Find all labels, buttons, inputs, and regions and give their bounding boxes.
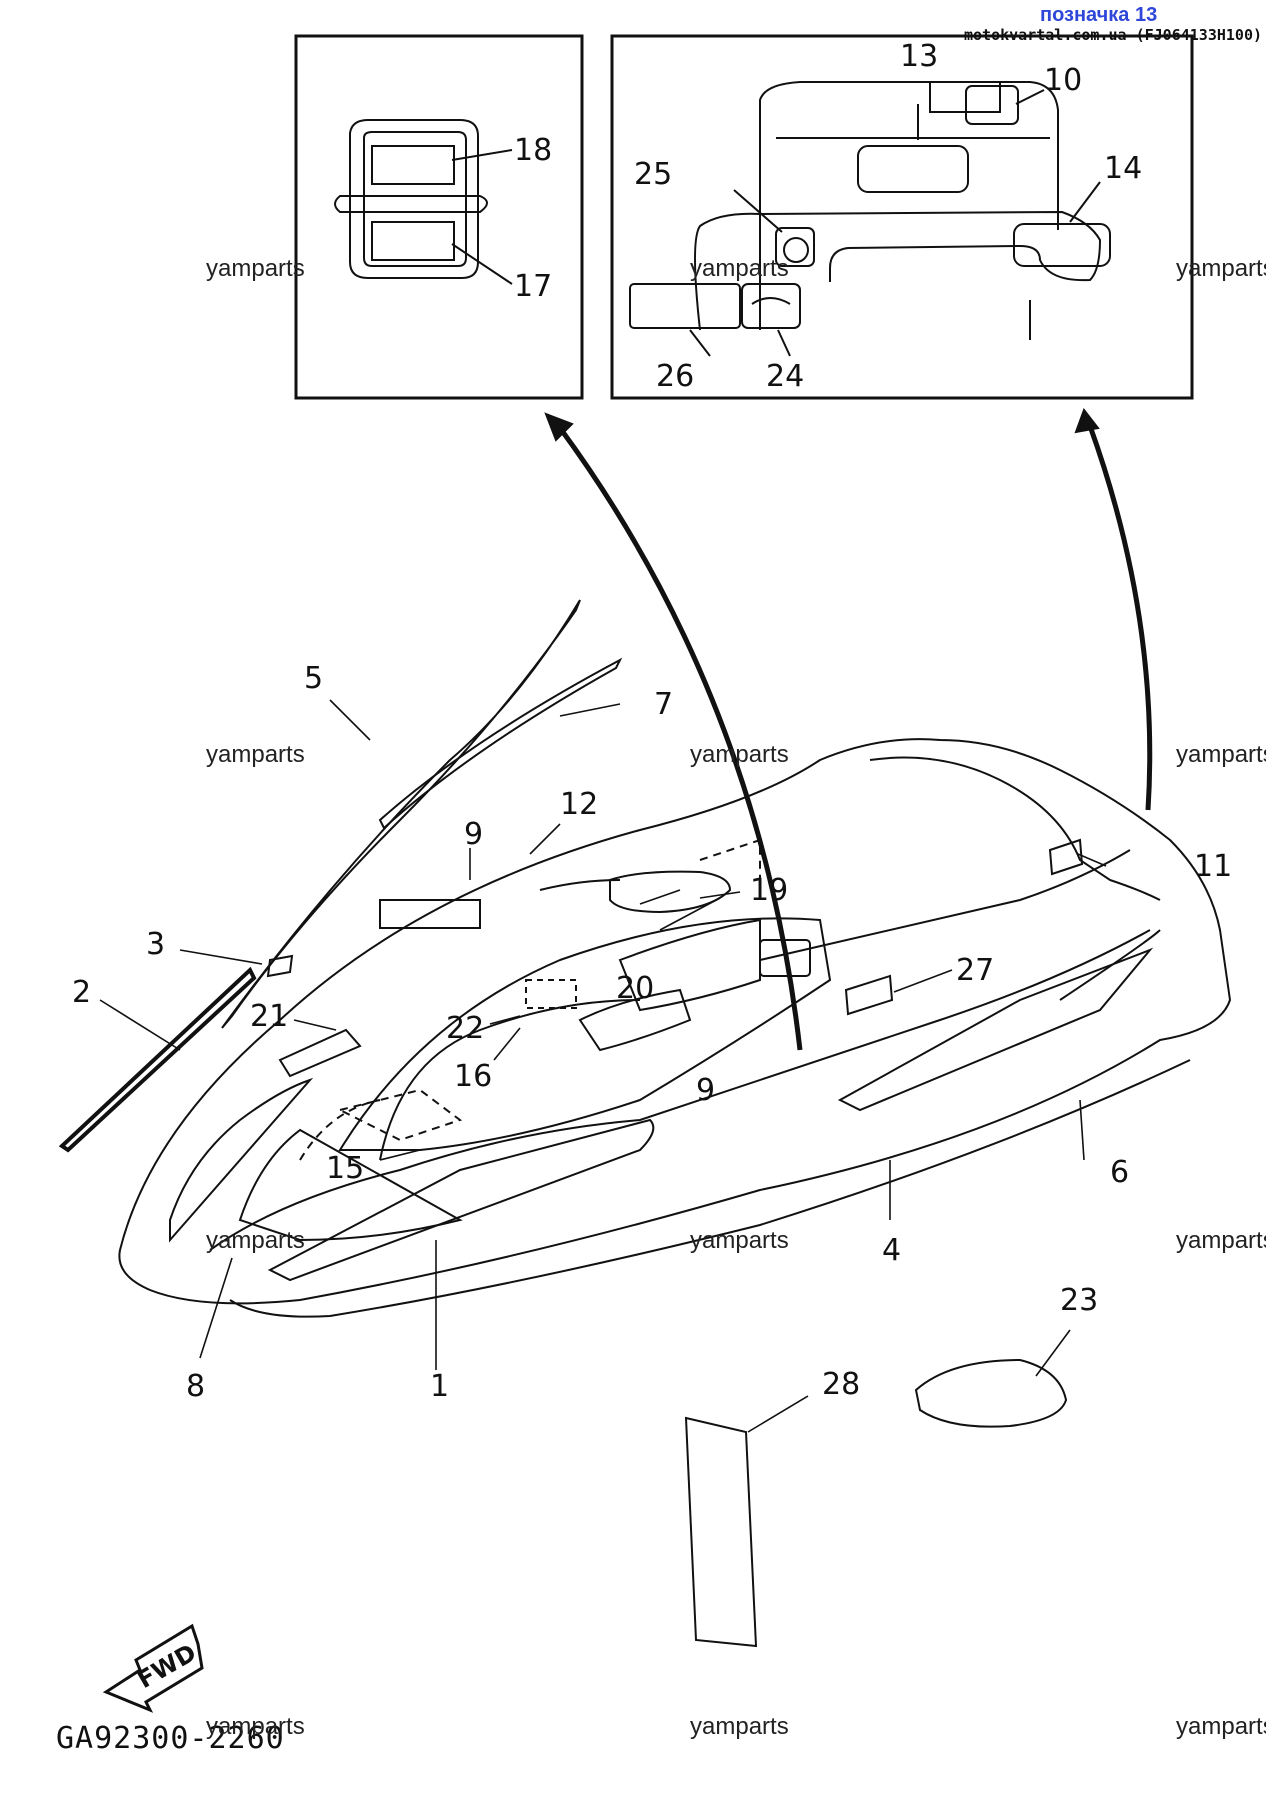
inset-rear-labels xyxy=(610,34,1194,400)
watermark: yamparts xyxy=(206,255,305,282)
watermark: yamparts xyxy=(1176,1713,1266,1740)
callout-27[interactable]: 27 xyxy=(956,953,994,988)
callout-18[interactable]: 18 xyxy=(514,133,552,168)
callout-2[interactable]: 2 xyxy=(72,975,91,1010)
callout-6[interactable]: 6 xyxy=(1110,1155,1129,1190)
watermark: yamparts xyxy=(206,1227,305,1254)
diagram-code: GA92300-2260 xyxy=(56,1721,285,1756)
callout-21[interactable]: 21 xyxy=(250,999,288,1034)
watermarks: yamparts yamparts yamparts yamparts yamp… xyxy=(206,255,1266,1740)
watermark: yamparts xyxy=(690,1713,789,1740)
callout-19[interactable]: 19 xyxy=(750,873,788,908)
callout-26[interactable]: 26 xyxy=(656,359,694,394)
watermark: yamparts xyxy=(690,255,789,282)
callout-17[interactable]: 17 xyxy=(514,269,552,304)
callout-16[interactable]: 16 xyxy=(454,1059,492,1094)
watermark: yamparts xyxy=(1176,741,1266,768)
watermark: yamparts xyxy=(206,1713,305,1740)
hull-outline xyxy=(118,738,1232,1318)
callout-25[interactable]: 25 xyxy=(634,157,672,192)
callout-10[interactable]: 10 xyxy=(1044,63,1082,98)
watermark: yamparts xyxy=(690,1227,789,1254)
pointer-arrows xyxy=(544,407,1153,1051)
inset-seat-labels xyxy=(294,34,584,400)
loose-parts xyxy=(58,599,1068,1648)
callout-4[interactable]: 4 xyxy=(882,1233,901,1268)
callout-12[interactable]: 12 xyxy=(560,787,598,822)
watermark: yamparts xyxy=(206,741,305,768)
watermark: yamparts xyxy=(1176,255,1266,282)
watermark: yamparts xyxy=(1176,1227,1266,1254)
callout-3[interactable]: 3 xyxy=(146,927,165,962)
leader-lines xyxy=(99,699,1107,1433)
callout-9-bottom[interactable]: 9 xyxy=(696,1073,715,1108)
callout-5[interactable]: 5 xyxy=(304,661,323,696)
watermark: yamparts xyxy=(690,741,789,768)
callout-24[interactable]: 24 xyxy=(766,359,804,394)
callout-22[interactable]: 22 xyxy=(446,1011,484,1046)
callout-28[interactable]: 28 xyxy=(822,1367,860,1402)
fwd-label: FWD xyxy=(133,1638,201,1694)
callout-23[interactable]: 23 xyxy=(1060,1283,1098,1318)
callout-1[interactable]: 1 xyxy=(430,1369,449,1404)
callout-9-top[interactable]: 9 xyxy=(464,817,483,852)
callout-14[interactable]: 14 xyxy=(1104,151,1142,186)
callout-7[interactable]: 7 xyxy=(654,687,673,722)
fwd-arrow xyxy=(102,1623,204,1713)
callout-11[interactable]: 11 xyxy=(1194,849,1232,884)
callout-8[interactable]: 8 xyxy=(186,1369,205,1404)
callout-20[interactable]: 20 xyxy=(616,971,654,1006)
callout-15[interactable]: 15 xyxy=(326,1151,364,1186)
reference-link[interactable]: позначка 13 xyxy=(1040,4,1158,26)
callout-13[interactable]: 13 xyxy=(900,39,938,74)
